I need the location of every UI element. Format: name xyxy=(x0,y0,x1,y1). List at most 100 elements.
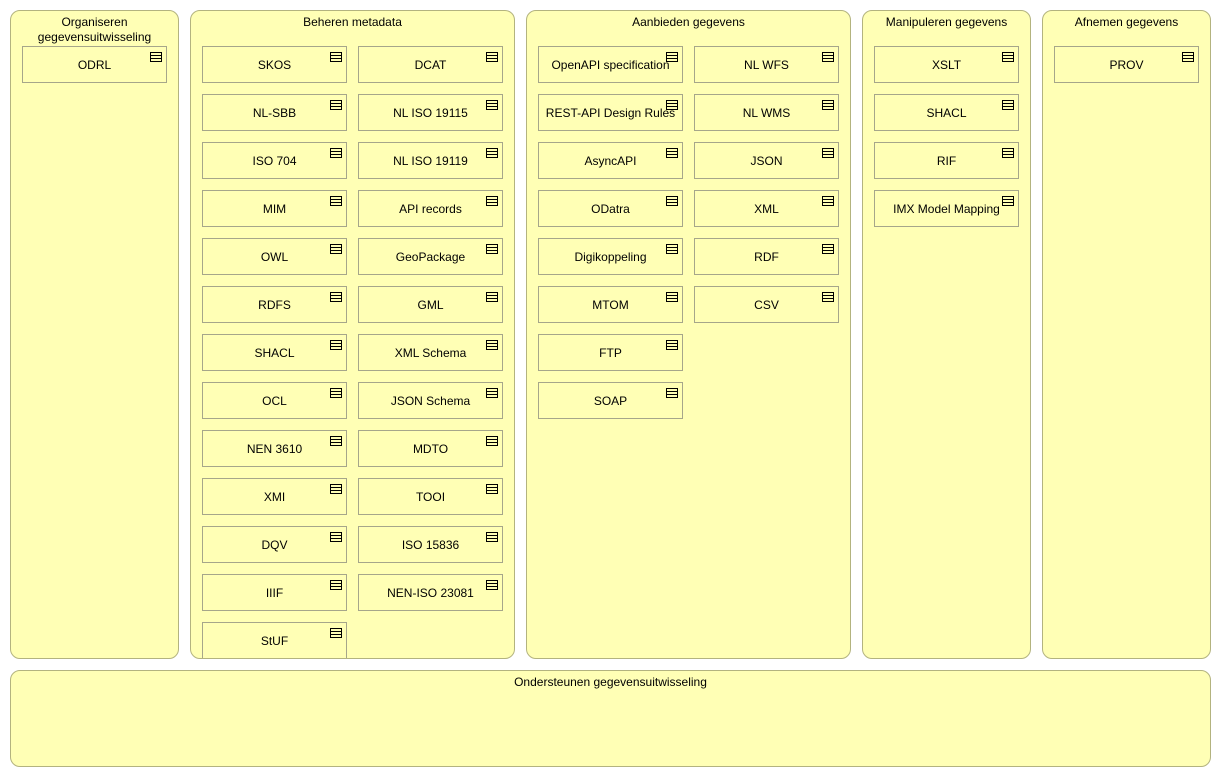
element-nen-3610[interactable]: NEN 3610 xyxy=(202,430,347,467)
element-label: API records xyxy=(399,202,462,216)
element-nl-iso-19115[interactable]: NL ISO 19115 xyxy=(358,94,503,131)
element-label: OpenAPI specification xyxy=(551,58,670,72)
data-object-icon xyxy=(330,484,342,494)
element-label: NL WFS xyxy=(744,58,789,72)
element-label: NL ISO 19119 xyxy=(393,154,468,168)
element-label: SHACL xyxy=(926,106,967,120)
data-object-icon xyxy=(486,436,498,446)
element-mtom[interactable]: MTOM xyxy=(538,286,683,323)
data-object-icon xyxy=(330,196,342,206)
data-object-icon xyxy=(486,580,498,590)
element-csv[interactable]: CSV xyxy=(694,286,839,323)
data-object-icon xyxy=(666,292,678,302)
group-ondersteunen-gegevensuitwisseling[interactable]: Ondersteunen gegevensuitwisseling xyxy=(10,670,1211,767)
element-iiif[interactable]: IIIF xyxy=(202,574,347,611)
element-label: RDFS xyxy=(258,298,291,312)
data-object-icon xyxy=(330,148,342,158)
element-label: GeoPackage xyxy=(395,250,466,264)
data-object-icon xyxy=(486,196,498,206)
element-label: JSON xyxy=(750,154,783,168)
element-label: CSV xyxy=(754,298,779,312)
data-object-icon xyxy=(330,388,342,398)
element-rest-api-design-rules[interactable]: REST-API Design Rules xyxy=(538,94,683,131)
element-geopackage[interactable]: GeoPackage xyxy=(358,238,503,275)
element-iso-704[interactable]: ISO 704 xyxy=(202,142,347,179)
data-object-icon xyxy=(1002,148,1014,158)
element-shacl[interactable]: SHACL xyxy=(874,94,1019,131)
element-ocl[interactable]: OCL xyxy=(202,382,347,419)
data-object-icon xyxy=(330,292,342,302)
element-iso-15836[interactable]: ISO 15836 xyxy=(358,526,503,563)
element-xslt[interactable]: XSLT xyxy=(874,46,1019,83)
element-label: SOAP xyxy=(593,394,628,408)
data-object-icon xyxy=(330,340,342,350)
element-label: OCL xyxy=(262,394,287,408)
data-object-icon xyxy=(486,244,498,254)
element-mdto[interactable]: MDTO xyxy=(358,430,503,467)
element-odatra[interactable]: ODatra xyxy=(538,190,683,227)
element-owl[interactable]: OWL xyxy=(202,238,347,275)
data-object-icon xyxy=(1002,196,1014,206)
group-afnemen-gegevens[interactable]: Afnemen gegevens xyxy=(1042,10,1211,659)
element-rdf[interactable]: RDF xyxy=(694,238,839,275)
group-title: Organiseren gegevensuitwisseling xyxy=(37,15,152,44)
element-shacl[interactable]: SHACL xyxy=(202,334,347,371)
element-label: IIIF xyxy=(265,586,284,600)
element-prov[interactable]: PROV xyxy=(1054,46,1199,83)
element-rdfs[interactable]: RDFS xyxy=(202,286,347,323)
element-stuf[interactable]: StUF xyxy=(202,622,347,658)
element-xml[interactable]: XML xyxy=(694,190,839,227)
element-nl-wms[interactable]: NL WMS xyxy=(694,94,839,131)
data-object-icon xyxy=(330,100,342,110)
element-dcat[interactable]: DCAT xyxy=(358,46,503,83)
data-object-icon xyxy=(666,244,678,254)
data-object-icon xyxy=(486,52,498,62)
element-json-schema[interactable]: JSON Schema xyxy=(358,382,503,419)
element-label: GML xyxy=(417,298,444,312)
element-label: ODRL xyxy=(77,58,112,72)
element-nl-iso-19119[interactable]: NL ISO 19119 xyxy=(358,142,503,179)
element-json[interactable]: JSON xyxy=(694,142,839,179)
element-label: FTP xyxy=(599,346,622,360)
element-label: XML xyxy=(754,202,779,216)
element-label: IMX Model Mapping xyxy=(893,202,1000,216)
element-label: OWL xyxy=(260,250,289,264)
element-label: RDF xyxy=(754,250,779,264)
group-title: Manipuleren gegevens xyxy=(885,15,1008,29)
data-object-icon xyxy=(822,292,834,302)
element-label: MDTO xyxy=(412,442,449,456)
element-xmi[interactable]: XMI xyxy=(202,478,347,515)
element-nl-wfs[interactable]: NL WFS xyxy=(694,46,839,83)
element-ftp[interactable]: FTP xyxy=(538,334,683,371)
element-digikoppeling[interactable]: Digikoppeling xyxy=(538,238,683,275)
element-label: MIM xyxy=(262,202,287,216)
element-odrl[interactable]: ODRL xyxy=(22,46,167,83)
element-asyncapi[interactable]: AsyncAPI xyxy=(538,142,683,179)
element-nen-iso-23081[interactable]: NEN-ISO 23081 xyxy=(358,574,503,611)
element-skos[interactable]: SKOS xyxy=(202,46,347,83)
element-label: NEN 3610 xyxy=(246,442,303,456)
element-label: TOOI xyxy=(415,490,446,504)
data-object-icon xyxy=(330,244,342,254)
element-tooi[interactable]: TOOI xyxy=(358,478,503,515)
element-imx-model-mapping[interactable]: IMX Model Mapping xyxy=(874,190,1019,227)
element-xml-schema[interactable]: XML Schema xyxy=(358,334,503,371)
element-openapi-specification[interactable]: OpenAPI specification xyxy=(538,46,683,83)
element-soap[interactable]: SOAP xyxy=(538,382,683,419)
element-dqv[interactable]: DQV xyxy=(202,526,347,563)
data-object-icon xyxy=(330,580,342,590)
group-title: Ondersteunen gegevensuitwisseling xyxy=(514,675,707,689)
data-object-icon xyxy=(330,628,342,638)
element-gml[interactable]: GML xyxy=(358,286,503,323)
data-object-icon xyxy=(666,52,678,62)
element-nl-sbb[interactable]: NL-SBB xyxy=(202,94,347,131)
element-rif[interactable]: RIF xyxy=(874,142,1019,179)
element-label: NEN-ISO 23081 xyxy=(387,586,474,600)
group-organiseren-gegevensuitwisseling[interactable]: Organiseren gegevensuitwisseling xyxy=(10,10,179,659)
element-api-records[interactable]: API records xyxy=(358,190,503,227)
element-mim[interactable]: MIM xyxy=(202,190,347,227)
data-object-icon xyxy=(1182,52,1194,62)
data-object-icon xyxy=(330,52,342,62)
data-object-icon xyxy=(666,148,678,158)
